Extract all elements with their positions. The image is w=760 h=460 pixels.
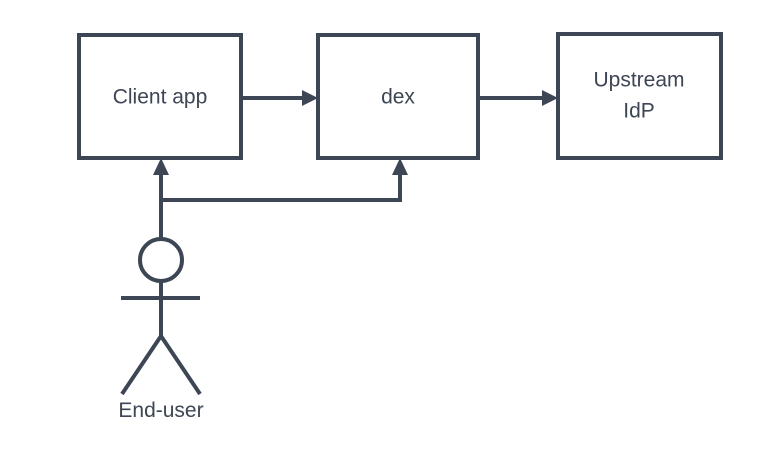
actor-end-user-label: End-user [118, 399, 203, 422]
actor-end-user-left-leg [120, 334, 163, 396]
actor-end-user-right-leg [159, 334, 202, 396]
node-upstream-idp-label-line1: Upstream [593, 69, 684, 92]
node-client-app[interactable]: Client app [77, 33, 243, 160]
edge-end-user-to-dex [161, 158, 408, 202]
node-dex[interactable]: dex [316, 33, 480, 160]
node-upstream-idp[interactable]: Upstream IdP [556, 32, 723, 160]
edge-client-app-to-dex [241, 90, 318, 106]
node-client-app-box[interactable] [77, 33, 243, 160]
edge-end-user-to-dex-line [161, 172, 402, 202]
actor-end-user[interactable]: End-user [118, 237, 204, 422]
node-upstream-idp-label-line2: IdP [623, 100, 655, 123]
edge-end-user-to-client-app [153, 158, 169, 239]
actor-end-user-head-icon [138, 237, 184, 283]
edge-client-app-to-dex-arrowhead [302, 90, 318, 106]
edge-dex-to-upstream-idp-arrowhead [542, 90, 558, 106]
edge-end-user-to-dex-arrowhead [392, 158, 408, 175]
node-upstream-idp-box[interactable] [556, 32, 723, 160]
edge-end-user-to-client-app-arrowhead [153, 158, 169, 175]
node-dex-box[interactable] [316, 33, 480, 160]
node-dex-label: dex [381, 86, 415, 109]
edge-dex-to-upstream-idp [478, 90, 558, 106]
node-client-app-label: Client app [113, 86, 208, 109]
